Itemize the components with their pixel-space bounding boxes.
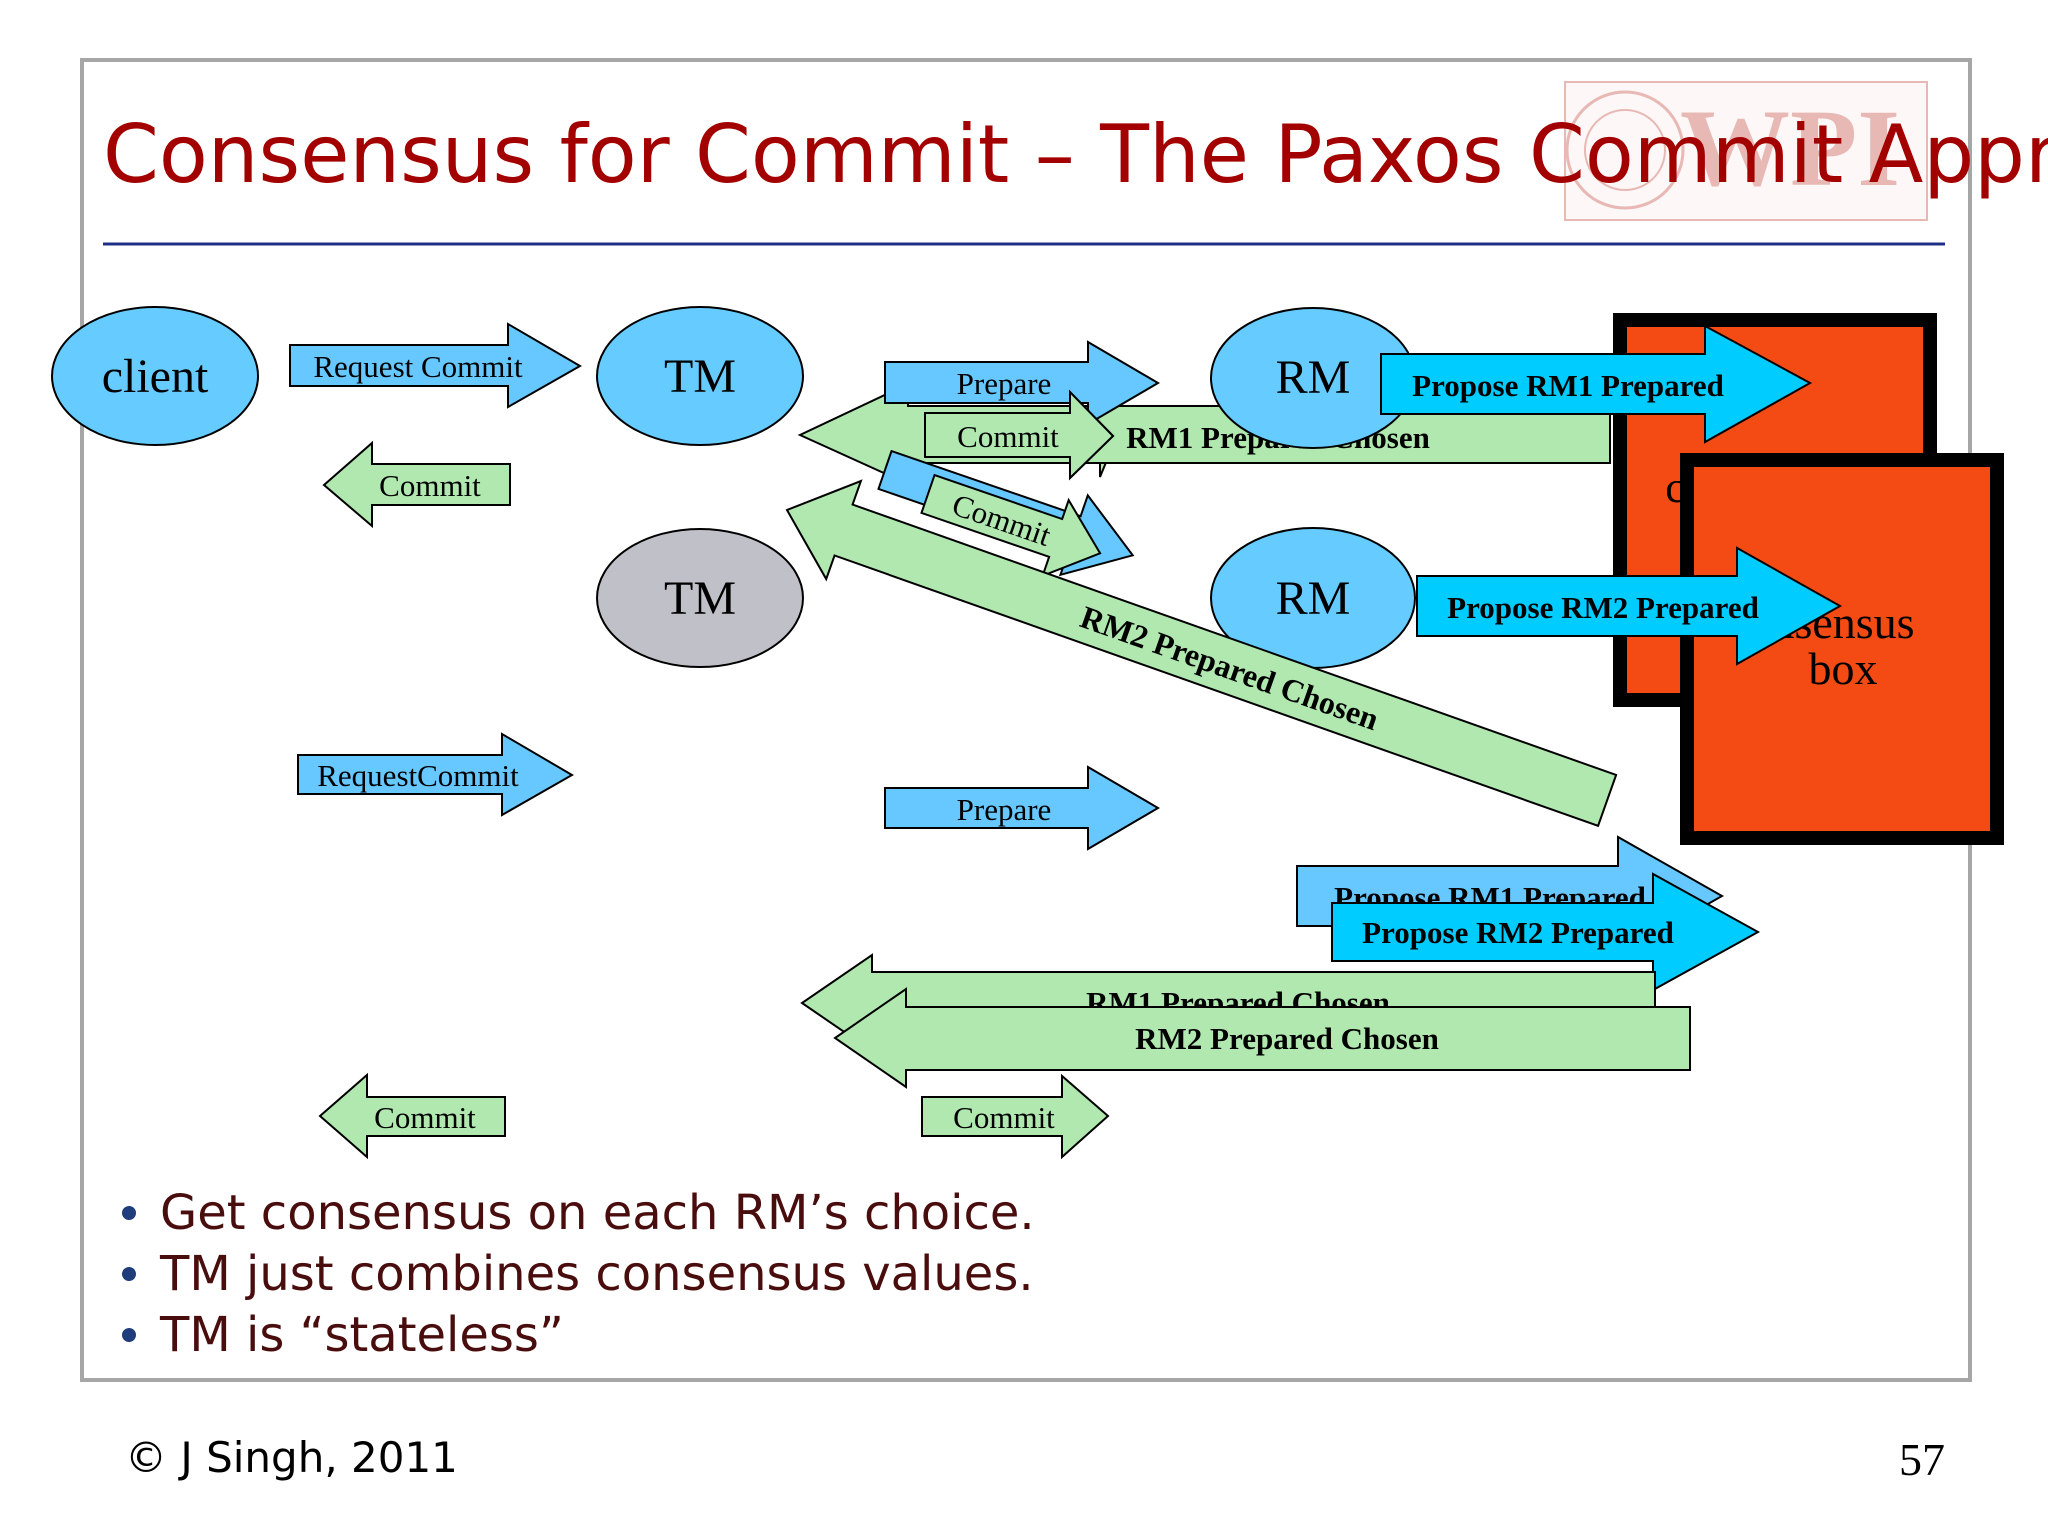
propose-rm2-arrow-bottom <box>1331 872 1761 992</box>
consensus-box-back-label: c <box>1665 463 1685 512</box>
tm-node-2 <box>596 528 804 668</box>
prepare-arrow-bottom <box>884 765 1160 851</box>
rm-node-1-label: RM <box>1276 351 1351 404</box>
rm2-prepared-chosen-arrow-bottom <box>833 987 1691 1089</box>
commit-arrow-overlay <box>924 389 1115 481</box>
bullet-item: TM is “stateless” <box>159 1307 564 1363</box>
commit-arrow-client-top <box>322 440 511 529</box>
slide-frame <box>80 58 1972 1382</box>
commit-arrow-rm-bottom <box>921 1073 1110 1160</box>
page-number: 57 <box>1899 1434 1945 1485</box>
request-commit-label-bottom: RequestCommit <box>317 758 519 793</box>
bullet-dot <box>122 1267 136 1281</box>
client-node-label: client <box>102 350 209 403</box>
prepare-label-bottom: Prepare <box>957 792 1052 827</box>
bullet-list: Get consensus on each RM’s choice. TM ju… <box>122 1185 1035 1363</box>
request-commit-label-top: Request Commit <box>313 349 523 384</box>
propose-rm2-arrow-top <box>1416 546 1843 666</box>
wpi-logo: WPI <box>1564 81 1928 221</box>
bullet-dot <box>122 1328 136 1342</box>
rm2-prepared-chosen-label-bottom: RM2 Prepared Chosen <box>1135 1021 1439 1056</box>
commit-label-client-bottom: Commit <box>374 1100 476 1135</box>
wpi-logo-text: WPI <box>1680 87 1900 209</box>
commit-label-client-top: Commit <box>379 468 481 503</box>
rm-node-2-label: RM <box>1276 572 1351 625</box>
commit-arrow-client-bottom <box>318 1072 506 1160</box>
propose-rm2-label-top: Propose RM2 Prepared <box>1447 590 1759 625</box>
tm-node-2-label: TM <box>664 572 736 625</box>
bullet-item: Get consensus on each RM’s choice. <box>160 1185 1035 1241</box>
tm-node-1 <box>596 306 804 446</box>
footer-copyright: © J Singh, 2011 <box>125 1433 458 1482</box>
tm-node-1-label: TM <box>664 350 736 403</box>
consensus-box-front: nsensus box <box>1680 453 2004 845</box>
bullet-item: TM just combines consensus values. <box>159 1246 1034 1302</box>
bullet-dot <box>122 1206 136 1220</box>
consensus-box-front-line2: box <box>1809 643 1878 694</box>
prepare-arrow-top <box>884 340 1160 426</box>
request-commit-arrow-top <box>289 322 583 409</box>
commit-label-rm-bottom: Commit <box>953 1100 1055 1135</box>
prepare-label-top: Prepare <box>957 366 1052 401</box>
propose-rm1-label-top: Propose RM1 Prepared <box>1412 368 1724 403</box>
request-commit-arrow-bottom <box>297 732 574 817</box>
propose-rm1-arrow-top <box>1380 324 1813 444</box>
slide-title: Consensus for Commit – The Paxos Commit … <box>103 108 2048 201</box>
client-node <box>51 306 259 446</box>
propose-rm2-label-bottom: Propose RM2 Prepared <box>1362 915 1674 950</box>
commit-label-overlay: Commit <box>957 419 1059 454</box>
